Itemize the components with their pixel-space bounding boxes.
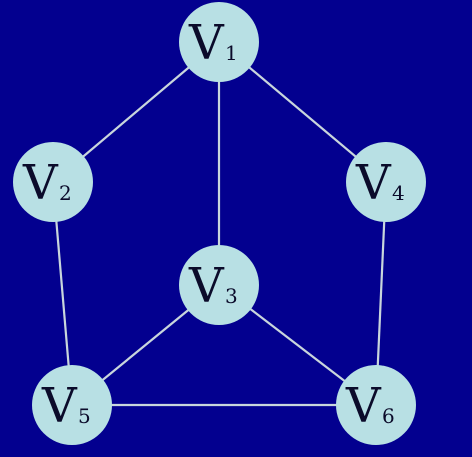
node-v3-subscript: 3 [225, 284, 238, 308]
node-v4: V 4 [346, 142, 426, 222]
node-v2-circle [13, 142, 93, 222]
node-v6: V 6 [336, 365, 416, 445]
node-v4-subscript: 4 [392, 181, 405, 205]
node-v2-letter: V [22, 155, 59, 211]
node-v3: V 3 [179, 245, 259, 325]
node-v2: V 2 [13, 142, 93, 222]
node-v1: V 1 [179, 2, 259, 82]
node-v5: V 5 [32, 365, 112, 445]
node-v3-circle [179, 245, 259, 325]
node-v6-circle [336, 365, 416, 445]
node-v1-circle [179, 2, 259, 82]
node-v4-circle [346, 142, 426, 222]
node-v1-letter: V [188, 15, 225, 71]
node-v5-letter: V [41, 378, 78, 434]
node-v4-letter: V [355, 155, 392, 211]
node-v6-subscript: 6 [382, 404, 395, 428]
node-v1-subscript: 1 [225, 41, 238, 65]
node-v2-subscript: 2 [59, 181, 72, 205]
nodes-layer: V 1 V 2 V 3 V 4 V 5 V 6 [13, 2, 426, 445]
node-v6-letter: V [345, 378, 382, 434]
node-v5-subscript: 5 [78, 404, 91, 428]
node-v5-circle [32, 365, 112, 445]
node-v3-letter: V [188, 258, 225, 314]
